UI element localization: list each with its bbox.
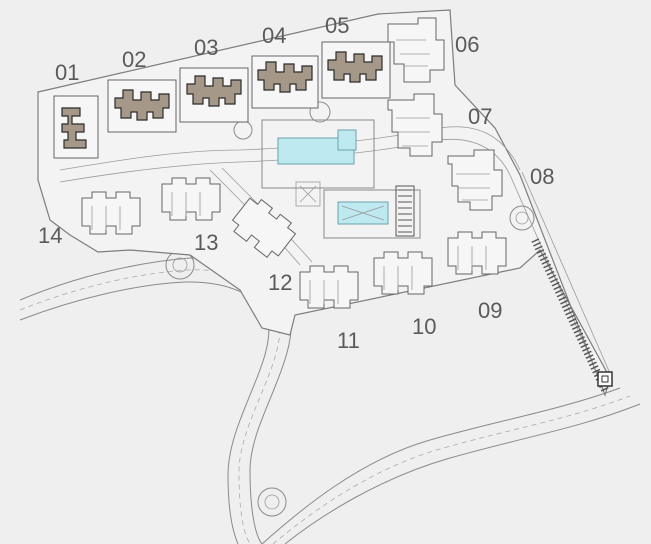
plot-10[interactable]: 10 xyxy=(373,251,436,339)
building-04 xyxy=(257,61,313,93)
plot-14[interactable]: 14 xyxy=(38,191,141,248)
plot-12[interactable]: 12 xyxy=(227,192,300,295)
plot-07[interactable]: 07 xyxy=(387,93,492,157)
plot-label-03: 03 xyxy=(194,35,218,60)
plot-label-06: 06 xyxy=(455,32,479,57)
amenity-area xyxy=(261,119,421,239)
plot-04[interactable]: 04 xyxy=(251,23,319,109)
plot-label-14: 14 xyxy=(38,223,62,248)
plot-11[interactable]: 11 xyxy=(299,265,360,353)
plot-label-10: 10 xyxy=(412,314,436,339)
plot-label-09: 09 xyxy=(478,298,502,323)
plot-13[interactable]: 13 xyxy=(161,177,221,255)
building-02 xyxy=(114,89,170,121)
plot-label-13: 13 xyxy=(194,230,218,255)
plot-03[interactable]: 03 xyxy=(179,35,249,123)
plot-label-07: 07 xyxy=(468,104,492,129)
building-03 xyxy=(186,75,242,107)
plot-label-05: 05 xyxy=(325,13,349,38)
plot-01[interactable]: 01 xyxy=(53,60,99,159)
plot-02[interactable]: 02 xyxy=(107,47,177,133)
plot-09[interactable]: 09 xyxy=(447,231,507,323)
building-05 xyxy=(327,51,383,83)
plot-label-08: 08 xyxy=(530,164,554,189)
plot-05[interactable]: 05 xyxy=(321,13,391,99)
plot-label-04: 04 xyxy=(262,23,286,48)
plot-label-11: 11 xyxy=(337,328,360,353)
plot-label-02: 02 xyxy=(122,47,146,72)
plot-06[interactable]: 06 xyxy=(387,17,479,83)
plot-label-01: 01 xyxy=(55,60,79,85)
plot-label-12: 12 xyxy=(268,270,292,295)
parking-strip xyxy=(531,238,613,392)
plot-08[interactable]: 08 xyxy=(447,149,554,211)
